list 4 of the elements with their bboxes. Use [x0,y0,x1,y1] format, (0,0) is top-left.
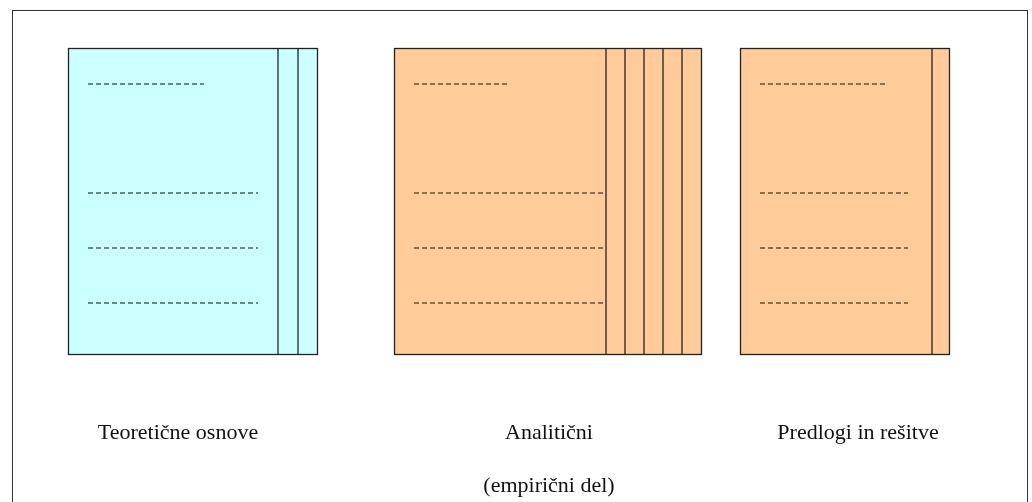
box-caption: Predlogi in rešitve [776,421,940,443]
box-caption: (empirični del) [482,474,616,496]
box-caption: Analitični [504,421,594,443]
box-caption: Teoretične osnove [96,421,260,443]
